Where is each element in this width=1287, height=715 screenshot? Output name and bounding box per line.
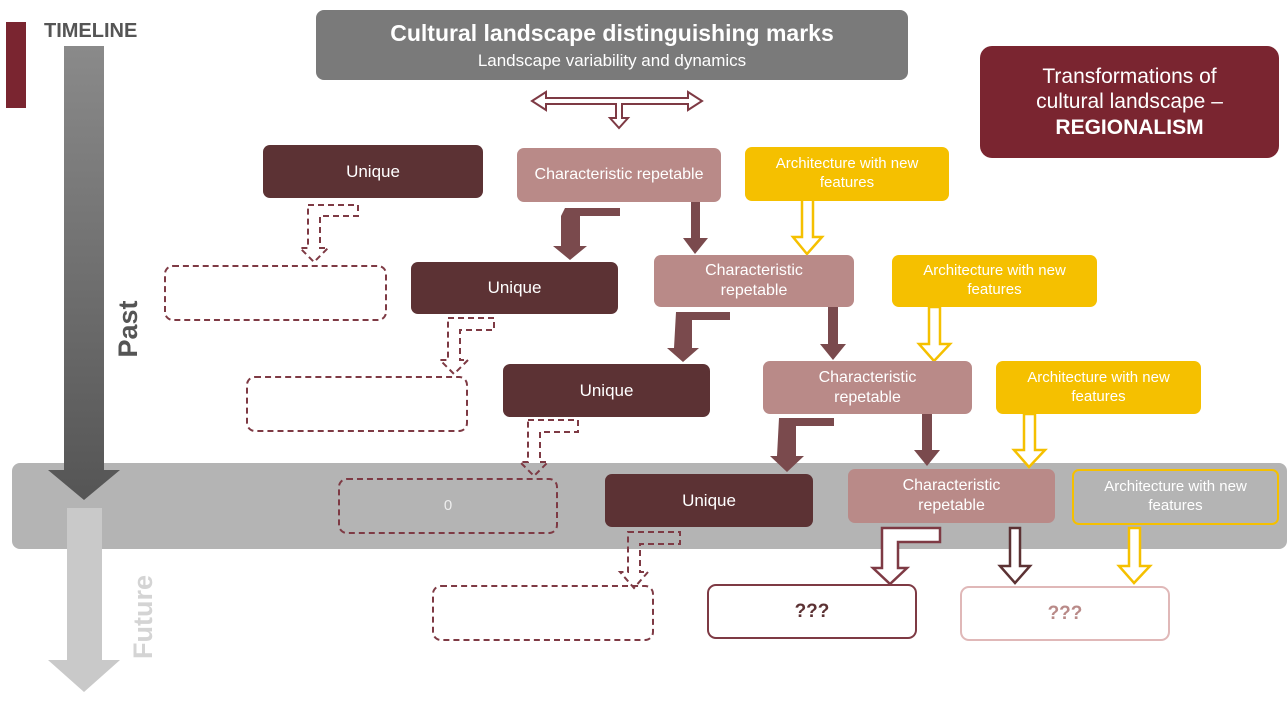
unique-box-row4: Unique	[605, 474, 813, 527]
unique-box-row3: Unique	[503, 364, 710, 417]
characteristic-box-row4: Characteristic repetable	[848, 469, 1055, 523]
connector-row3-char-to-unique	[770, 418, 834, 472]
unique-box-row1: Unique	[263, 145, 483, 198]
faded-placeholder-row2	[164, 265, 387, 321]
future-question-box-2: ???	[960, 586, 1170, 641]
architecture-box-row1: Architecture with new features	[745, 147, 949, 201]
faded-placeholder-row3	[246, 376, 468, 432]
connector-row2-char-to-unique	[667, 312, 730, 362]
connector-row1-char-to-unique	[553, 208, 620, 260]
connector-row2-char-to-char	[820, 306, 846, 360]
page-title: Cultural landscape distinguishing marks	[390, 20, 834, 46]
connector-row1-arch-to-arch	[790, 196, 825, 256]
title-box: Cultural landscape distinguishing marks …	[316, 10, 908, 80]
characteristic-box-row2: Characteristic repetable	[654, 255, 854, 307]
connector-row4-arch-to-q2	[1116, 526, 1153, 585]
faded-placeholder-future	[432, 585, 654, 641]
header-double-arrow	[530, 90, 704, 130]
transformations-line3: REGIONALISM	[1055, 115, 1204, 139]
transformations-line1: Transformations of	[1042, 64, 1217, 88]
architecture-box-row3: Architecture with new features	[996, 361, 1201, 414]
connector-row3-arch-to-arch	[1011, 412, 1048, 469]
future-question-box-1: ???	[707, 584, 917, 639]
architecture-box-row2: Architecture with new features	[892, 255, 1097, 307]
connector-row4-char-to-q1	[869, 526, 942, 586]
unique-box-row2: Unique	[411, 262, 618, 314]
connector-row2-arch-to-arch	[916, 305, 953, 363]
future-label: Future	[128, 575, 158, 659]
connector-row3-unique-fade	[517, 419, 579, 478]
connector-row4-char-to-q2	[997, 526, 1033, 585]
connector-row2-unique-fade	[437, 317, 495, 376]
connector-row1-char-to-char	[683, 200, 708, 254]
transformations-line2: cultural landscape –	[1036, 90, 1223, 114]
characteristic-box-row1: Characteristic repetable	[517, 148, 721, 202]
zero-placeholder-row4: 0	[338, 478, 558, 534]
timeline-future-arrow	[48, 508, 120, 692]
architecture-box-row4: Architecture with new features	[1072, 469, 1279, 525]
connector-row1-unique-fade	[297, 204, 359, 264]
timeline-past-arrow	[48, 46, 120, 500]
timeline-label: TIMELINE	[44, 20, 138, 42]
characteristic-box-row3: Characteristic repetable	[763, 361, 972, 414]
transformations-box: Transformations of cultural landscape – …	[980, 46, 1279, 158]
connector-row4-unique-fade	[617, 531, 681, 590]
connector-row3-char-to-char	[914, 414, 940, 466]
page-subtitle: Landscape variability and dynamics	[477, 50, 747, 70]
accent-bar	[6, 22, 26, 108]
past-label: Past	[113, 300, 143, 358]
